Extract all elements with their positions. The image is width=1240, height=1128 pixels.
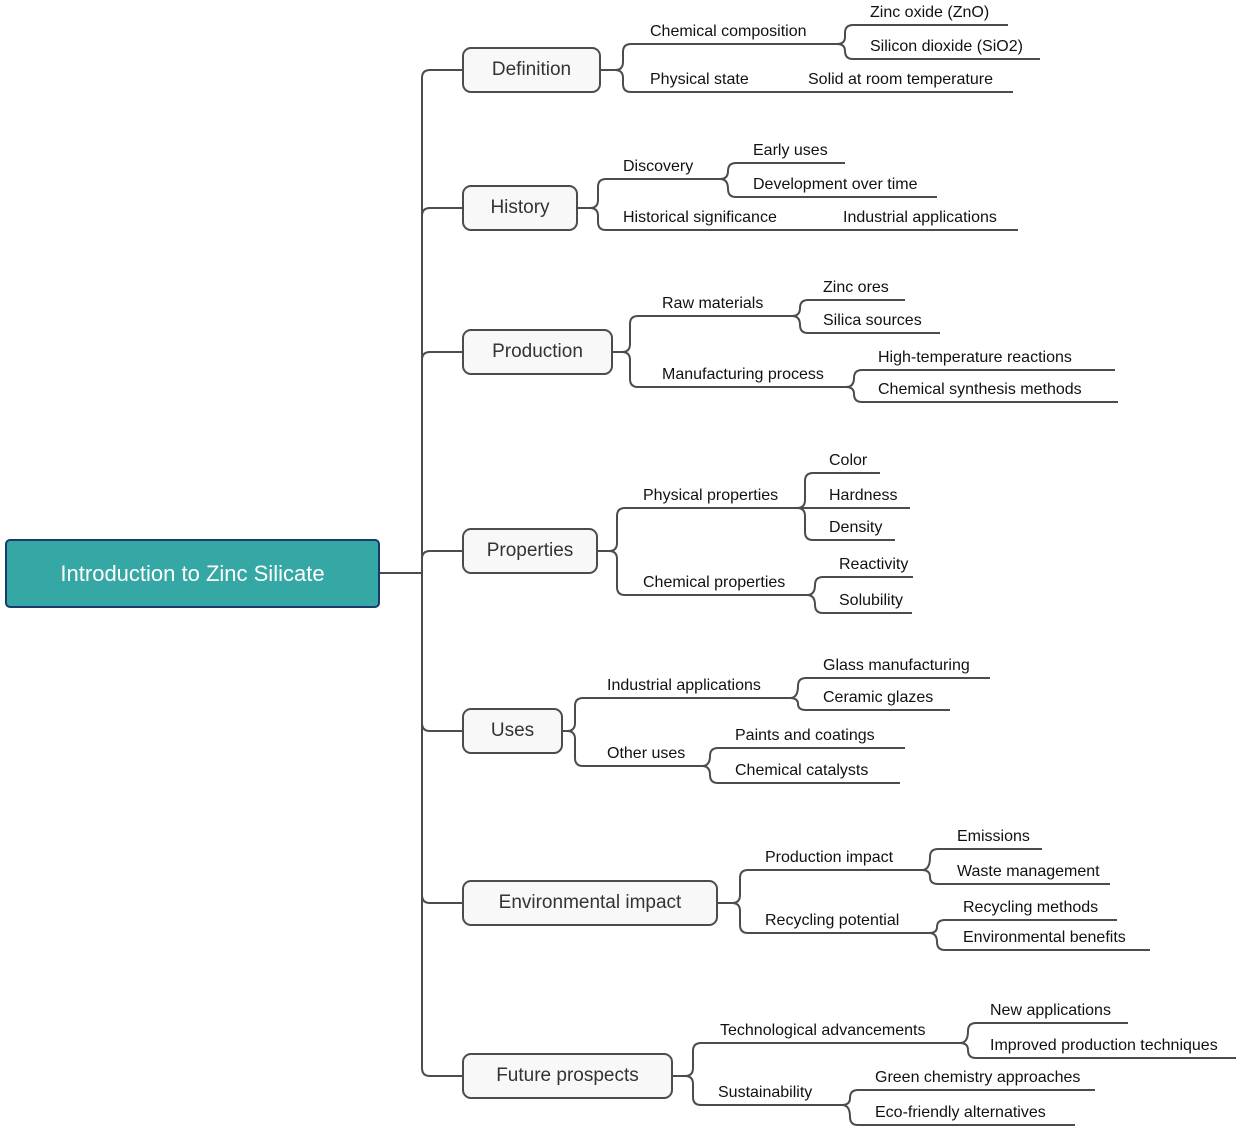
node-paints-and-coatings[interactable]: Paints and coatings bbox=[735, 727, 875, 744]
branch-node-uses[interactable]: Uses bbox=[462, 708, 563, 754]
node-reactivity[interactable]: Reactivity bbox=[839, 556, 909, 573]
node-glass-manufacturing[interactable]: Glass manufacturing bbox=[823, 657, 970, 674]
node-zinc-ores[interactable]: Zinc ores bbox=[823, 279, 889, 296]
branch-node-production[interactable]: Production bbox=[462, 329, 613, 375]
node-environmental-benefits[interactable]: Environmental benefits bbox=[963, 929, 1126, 946]
node-improved-production-techniques[interactable]: Improved production techniques bbox=[990, 1037, 1218, 1054]
node-green-chemistry-approaches[interactable]: Green chemistry approaches bbox=[875, 1069, 1081, 1086]
node-other-uses[interactable]: Other uses bbox=[607, 745, 686, 762]
node-early-uses[interactable]: Early uses bbox=[753, 142, 828, 159]
root-node[interactable]: Introduction to Zinc Silicate bbox=[5, 539, 380, 608]
node-discovery[interactable]: Discovery bbox=[623, 158, 694, 175]
node-chemical-composition[interactable]: Chemical composition bbox=[650, 23, 807, 40]
node-waste-management[interactable]: Waste management bbox=[957, 863, 1100, 880]
node-chemical-catalysts[interactable]: Chemical catalysts bbox=[735, 762, 869, 779]
node-ceramic-glazes[interactable]: Ceramic glazes bbox=[823, 689, 934, 706]
branch-node-properties[interactable]: Properties bbox=[462, 528, 598, 574]
node-solid-at-room-temperature[interactable]: Solid at room temperature bbox=[808, 71, 993, 88]
node-recycling-methods[interactable]: Recycling methods bbox=[963, 899, 1099, 916]
node-silica-sources[interactable]: Silica sources bbox=[823, 312, 922, 329]
node-eco-friendly-alternatives[interactable]: Eco-friendly alternatives bbox=[875, 1104, 1046, 1121]
branch-node-environmental-impact[interactable]: Environmental impact bbox=[462, 880, 718, 926]
node-recycling-potential[interactable]: Recycling potential bbox=[765, 912, 900, 929]
node-high-temperature-reactions[interactable]: High-temperature reactions bbox=[878, 349, 1072, 366]
node-production-impact[interactable]: Production impact bbox=[765, 849, 894, 866]
node-manufacturing-process[interactable]: Manufacturing process bbox=[662, 366, 824, 383]
node-zinc-oxide[interactable]: Zinc oxide (ZnO) bbox=[870, 4, 990, 21]
node-industrial-applications-history[interactable]: Industrial applications bbox=[843, 209, 997, 226]
node-raw-materials[interactable]: Raw materials bbox=[662, 295, 764, 312]
node-chemical-properties[interactable]: Chemical properties bbox=[643, 574, 786, 591]
node-solubility[interactable]: Solubility bbox=[839, 592, 904, 609]
node-historical-significance[interactable]: Historical significance bbox=[623, 209, 777, 226]
node-emissions[interactable]: Emissions bbox=[957, 828, 1030, 845]
node-hardness[interactable]: Hardness bbox=[829, 487, 898, 504]
node-color[interactable]: Color bbox=[829, 452, 868, 469]
branch-node-definition[interactable]: Definition bbox=[462, 47, 601, 93]
node-silicon-dioxide[interactable]: Silicon dioxide (SiO2) bbox=[870, 38, 1023, 55]
branch-node-history[interactable]: History bbox=[462, 185, 578, 231]
node-sustainability[interactable]: Sustainability bbox=[718, 1084, 813, 1101]
node-technological-advancements[interactable]: Technological advancements bbox=[720, 1022, 926, 1039]
node-chemical-synthesis-methods[interactable]: Chemical synthesis methods bbox=[878, 381, 1082, 398]
node-development-over-time[interactable]: Development over time bbox=[753, 176, 918, 193]
branch-node-future-prospects[interactable]: Future prospects bbox=[462, 1053, 673, 1099]
node-new-applications[interactable]: New applications bbox=[990, 1002, 1111, 1019]
node-density[interactable]: Density bbox=[829, 519, 883, 536]
node-physical-properties[interactable]: Physical properties bbox=[643, 487, 779, 504]
node-industrial-applications[interactable]: Industrial applications bbox=[607, 677, 761, 694]
node-physical-state[interactable]: Physical state bbox=[650, 71, 749, 88]
